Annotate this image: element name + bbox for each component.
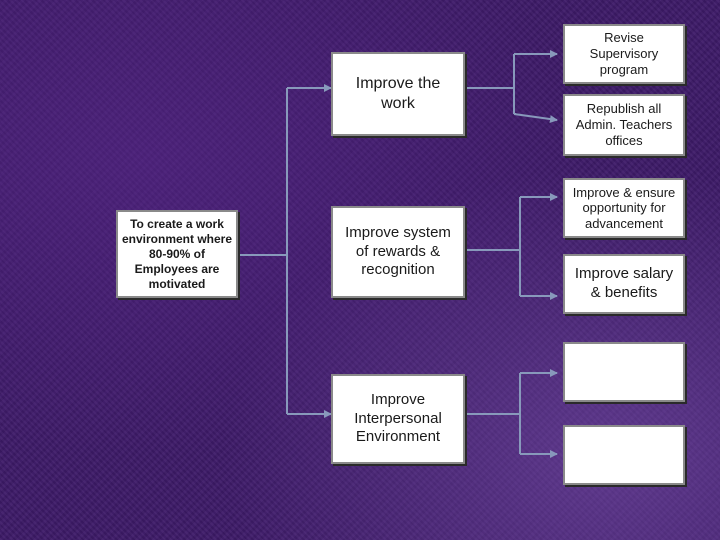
strategy-text-interpersonal: Improve Interpersonal Environment — [354, 390, 442, 446]
goal-box: To create a work environment where 80-90… — [116, 210, 238, 298]
action-box-revise-supervisory: Revise Supervisory program — [563, 24, 685, 84]
strategy-text-improve-work: Improve the work — [355, 75, 441, 112]
action-box-empty-1 — [563, 342, 685, 402]
action-text-advancement: Improve & ensure opportunity for advance… — [572, 184, 676, 231]
action-text-republish: Republish all Admin. Teachers offices — [575, 100, 673, 149]
goal-text: To create a work environment where 80-90… — [121, 216, 233, 291]
strategy-box-rewards: Improve system of rewards & recognition — [331, 206, 465, 298]
action-text-revise-supervisory: Revise Supervisory program — [589, 29, 659, 78]
strategy-box-improve-work: Improve the work — [331, 52, 465, 136]
strategy-text-rewards: Improve system of rewards & recognition — [345, 223, 451, 279]
action-box-empty-2 — [563, 425, 685, 485]
action-box-salary: Improve salary & benefits — [563, 254, 685, 314]
action-box-advancement: Improve & ensure opportunity for advance… — [563, 178, 685, 238]
strategy-box-interpersonal: Improve Interpersonal Environment — [331, 374, 465, 464]
action-text-salary: Improve salary & benefits — [574, 265, 674, 301]
action-box-republish: Republish all Admin. Teachers offices — [563, 94, 685, 156]
connector-to-action-2b — [513, 113, 558, 123]
